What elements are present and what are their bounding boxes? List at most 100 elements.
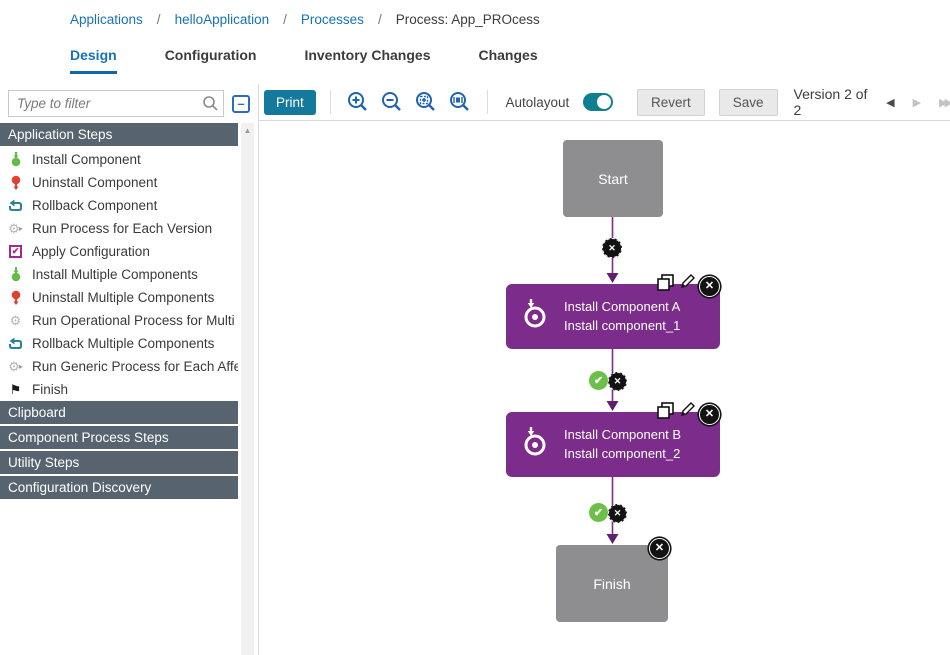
delete-step-icon[interactable]: ✕ bbox=[699, 276, 720, 297]
section-clipboard[interactable]: Clipboard bbox=[0, 401, 238, 424]
connector-delete-icon[interactable]: ✕ bbox=[608, 504, 627, 523]
palette-item-run-operational-process[interactable]: ⚙ Run Operational Process for Multi bbox=[0, 309, 238, 332]
breadcrumb-separator: / bbox=[283, 12, 287, 27]
node-title: Install Component B bbox=[564, 426, 682, 442]
toggle-knob bbox=[596, 95, 611, 109]
edit-step-icon[interactable] bbox=[679, 401, 696, 418]
version-label: Version 2 of 2 bbox=[793, 86, 868, 118]
tab-inventory-changes[interactable]: Inventory Changes bbox=[304, 47, 431, 63]
palette-item-install-multiple-components[interactable]: Install Multiple Components bbox=[0, 263, 238, 286]
palette-list: Application Steps Install Component Unin… bbox=[0, 123, 238, 499]
palette-item-label: Apply Configuration bbox=[32, 244, 150, 259]
palette-item-label: Install Component bbox=[32, 152, 141, 167]
autolayout-toggle[interactable] bbox=[583, 93, 613, 111]
print-button[interactable]: Print bbox=[264, 89, 316, 115]
tab-configuration[interactable]: Configuration bbox=[164, 47, 257, 63]
node-install-component-b[interactable]: Install Component B Install component_2 bbox=[506, 412, 720, 477]
zoom-to-fit-icon[interactable] bbox=[413, 89, 439, 115]
palette-item-label: Run Operational Process for Multi bbox=[32, 313, 235, 328]
breadcrumb-separator: / bbox=[377, 12, 382, 27]
palette-item-label: Finish bbox=[32, 382, 69, 397]
rollback-component-icon bbox=[8, 336, 23, 351]
delete-step-icon[interactable]: ✕ bbox=[699, 404, 720, 425]
palette-item-finish[interactable]: ⚑ Finish bbox=[0, 378, 238, 401]
palette-item-label: Uninstall Multiple Components bbox=[32, 290, 215, 305]
process-design-canvas[interactable]: Start ✕ Install Component A Install comp… bbox=[259, 121, 950, 655]
content-area: – Application Steps Install Component Un… bbox=[0, 84, 950, 655]
step-palette-sidebar: – Application Steps Install Component Un… bbox=[0, 84, 258, 655]
node-subtitle: Install component_2 bbox=[564, 445, 681, 461]
run-operational-process-icon: ⚙ bbox=[9, 313, 22, 328]
install-component-icon bbox=[8, 267, 23, 282]
filter-input[interactable] bbox=[8, 90, 224, 117]
delete-step-icon[interactable]: ✕ bbox=[649, 538, 670, 559]
palette-item-label: Rollback Multiple Components bbox=[32, 336, 215, 351]
node-install-component-a[interactable]: Install Component A Install component_1 bbox=[506, 284, 720, 349]
palette-item-apply-configuration[interactable]: ✔ Apply Configuration bbox=[0, 240, 238, 263]
section-utility-steps[interactable]: Utility Steps bbox=[0, 451, 238, 474]
tab-design[interactable]: Design bbox=[70, 47, 117, 74]
palette-item-uninstall-multiple-components[interactable]: Uninstall Multiple Components bbox=[0, 286, 238, 309]
save-button[interactable]: Save bbox=[718, 88, 778, 116]
install-component-step-icon bbox=[520, 298, 550, 335]
condition-success-icon[interactable]: ✔ bbox=[589, 503, 608, 522]
revert-button[interactable]: Revert bbox=[636, 88, 705, 116]
edit-step-icon[interactable] bbox=[679, 273, 696, 290]
canvas-toolbar: Print Autolayout Revert Save bbox=[259, 84, 950, 121]
section-component-process-steps[interactable]: Component Process Steps bbox=[0, 426, 238, 449]
scroll-up-icon[interactable]: ▲ bbox=[243, 126, 252, 135]
node-finish[interactable]: Finish bbox=[556, 545, 668, 622]
zoom-actual-size-icon[interactable] bbox=[447, 89, 473, 115]
connector-delete-icon[interactable]: ✕ bbox=[602, 238, 622, 258]
palette-item-install-component[interactable]: Install Component bbox=[0, 148, 238, 171]
palette-item-label: Uninstall Component bbox=[32, 175, 158, 190]
version-latest-icon[interactable]: ▶▶ bbox=[939, 96, 950, 109]
section-application-steps[interactable]: Application Steps bbox=[0, 123, 238, 146]
node-title: Install Component A bbox=[564, 298, 681, 314]
autolayout-label: Autolayout bbox=[505, 94, 570, 110]
breadcrumb: Applications / helloApplication / Proces… bbox=[0, 0, 950, 27]
rollback-component-icon bbox=[8, 198, 23, 213]
palette-item-uninstall-component[interactable]: Uninstall Component bbox=[0, 171, 238, 194]
breadcrumb-helloapplication[interactable]: helloApplication bbox=[174, 12, 270, 27]
palette-scrollbar[interactable]: ▲ bbox=[241, 123, 254, 655]
palette-item-rollback-multiple-components[interactable]: Rollback Multiple Components bbox=[0, 332, 238, 355]
node-start[interactable]: Start bbox=[563, 140, 663, 217]
toolbar-divider bbox=[329, 90, 331, 114]
palette-item-label: Run Process for Each Version bbox=[32, 221, 213, 236]
section-configuration-discovery[interactable]: Configuration Discovery bbox=[0, 476, 238, 499]
tab-changes[interactable]: Changes bbox=[478, 47, 538, 63]
run-generic-process-icon: ⚙ bbox=[8, 359, 23, 374]
collapse-palette-button[interactable]: – bbox=[232, 94, 250, 113]
filter-box bbox=[8, 90, 224, 117]
breadcrumb-separator: / bbox=[156, 12, 161, 27]
search-icon bbox=[202, 95, 219, 117]
palette-item-run-generic-process[interactable]: ⚙ Run Generic Process for Each Affe bbox=[0, 355, 238, 378]
finish-flag-icon: ⚑ bbox=[9, 382, 22, 397]
node-subtitle: Install component_1 bbox=[564, 317, 681, 333]
install-component-step-icon bbox=[520, 426, 550, 463]
install-component-icon bbox=[8, 152, 23, 167]
node-title: Start bbox=[598, 170, 628, 187]
version-previous-icon[interactable]: ◀ bbox=[886, 96, 895, 109]
toolbar-divider bbox=[486, 90, 488, 114]
copy-step-icon[interactable] bbox=[657, 274, 674, 291]
connector-delete-icon[interactable]: ✕ bbox=[608, 372, 627, 391]
node-title: Finish bbox=[593, 575, 631, 592]
zoom-out-icon[interactable] bbox=[379, 89, 405, 115]
breadcrumb-processes[interactable]: Processes bbox=[300, 12, 364, 27]
palette-item-run-process-each-version[interactable]: ⚙ Run Process for Each Version bbox=[0, 217, 238, 240]
breadcrumb-applications[interactable]: Applications bbox=[70, 12, 143, 27]
palette-item-label: Rollback Component bbox=[32, 198, 158, 213]
tab-bar: Design Configuration Inventory Changes C… bbox=[0, 27, 950, 74]
design-main: Print Autolayout Revert Save bbox=[258, 84, 950, 655]
breadcrumb-current-process: Process: App_PROcess bbox=[395, 12, 540, 27]
filter-row: – bbox=[0, 84, 258, 123]
palette-item-rollback-component[interactable]: Rollback Component bbox=[0, 194, 238, 217]
zoom-in-icon[interactable] bbox=[345, 89, 371, 115]
copy-step-icon[interactable] bbox=[657, 402, 674, 419]
page-header: Applications / helloApplication / Proces… bbox=[0, 0, 950, 84]
condition-success-icon[interactable]: ✔ bbox=[589, 371, 608, 390]
version-next-icon[interactable]: ▶ bbox=[912, 96, 922, 109]
